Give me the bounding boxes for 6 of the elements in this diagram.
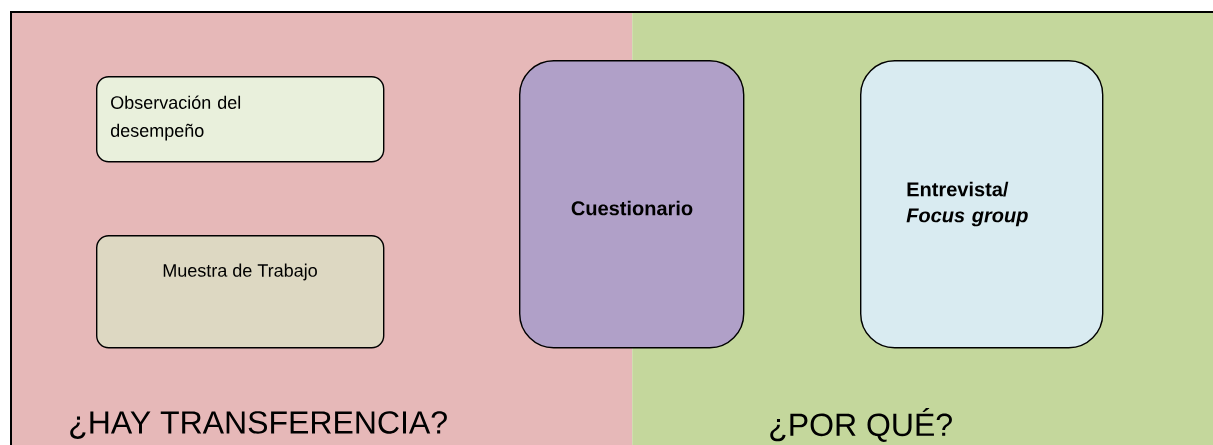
method-label: Entrevista/ Focus group [906,181,1028,227]
method-label: Muestra de Trabajo [163,263,317,281]
region-heading: ¿POR QUÉ? [770,408,952,442]
method-label: Observación del desempeño [110,95,241,141]
method-label: Cuestionario [571,200,693,216]
region-heading: ¿HAY TRANSFERENCIA? [70,411,447,439]
